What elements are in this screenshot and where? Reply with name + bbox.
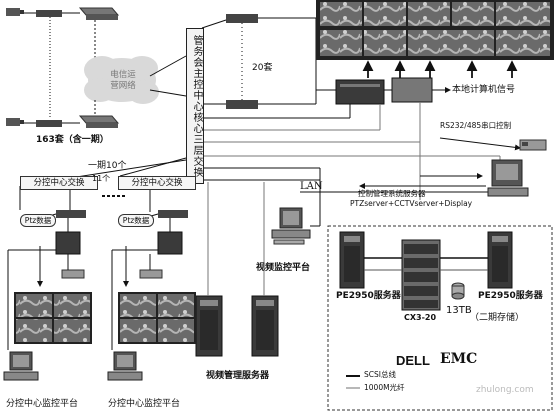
branch-right [107,210,196,381]
encoders-count: 20套 [252,63,273,73]
legend-scsi: SCSI总线 [364,370,396,379]
telecom-cloud [84,56,159,104]
video-platform-pc [271,207,311,245]
branch-switch-right: 分控中心交换 [118,176,196,190]
video-wall [316,0,554,60]
storage-model: CX3-20 [404,313,437,322]
branch-platform-right: 分控中心监控平台 [108,399,181,409]
display-processor-icon [391,77,433,103]
count-11: 11个 [92,174,111,183]
camera-site-bottom [6,115,120,128]
pe2950-server-right [487,231,513,289]
ptz-data-right: Ptz数据 [118,214,154,227]
camera-icon [6,118,20,126]
lan-label: LAN [300,181,323,192]
branch-switch-left: 分控中心交换 [20,176,98,190]
camera-icon [6,8,20,16]
legend-fiber: 1000M光纤 [364,383,405,392]
dell-logo: DELL [396,353,430,368]
pe2950-server-left [339,231,365,289]
storage-rack [401,239,441,311]
cloud-line1: 电信运 [110,70,136,80]
phase-count: 一期10个 [88,161,127,171]
emc-logo: EMC [440,351,478,367]
encoder-icon [36,120,62,127]
storage-phase: （二期存储） [470,313,525,323]
cloud-line2: 营网络 [110,81,136,91]
camera-site-top [6,7,120,20]
storage-capacity: 13TB [446,305,472,316]
encoder-group [201,14,336,109]
storage-zone [327,225,553,411]
encoder-icon [36,10,62,17]
ptz-data-left: Ptz数据 [20,214,56,227]
ptz-keyboard-icon [519,139,547,151]
video-matrix-icon [335,79,385,105]
pe2950-label-right: PE2950服务器 [478,291,543,301]
video-platform-label: 视频监控平台 [256,263,311,273]
pe2950-label-left: PE2950服务器 [336,291,401,301]
mgmt-server-title: 控制管理系统服务器 [358,189,426,198]
branch-platform-left: 分控中心监控平台 [6,399,79,409]
switch-icon [78,115,120,124]
mgmt-server-sub: PTZserver+CCTVserver+Display [350,199,473,208]
disk-icon [451,282,465,300]
core-switch: 管务会主控中心核心三层交换 [186,28,204,184]
serial-control: RS232/485串口控制 [440,121,512,130]
watermark: zhulong.com [476,385,534,395]
branch-left [3,210,92,381]
telecom-cloud-label: 电信运 营网络 [100,70,146,92]
switch-icon [78,7,120,16]
video-mgmt-server-label: 视频管理服务器 [206,371,270,381]
sites-count: 163套（含一期） [36,135,109,145]
local-pc-signal: 本地计算机信号 [452,85,516,95]
video-mgmt-servers [195,295,279,357]
